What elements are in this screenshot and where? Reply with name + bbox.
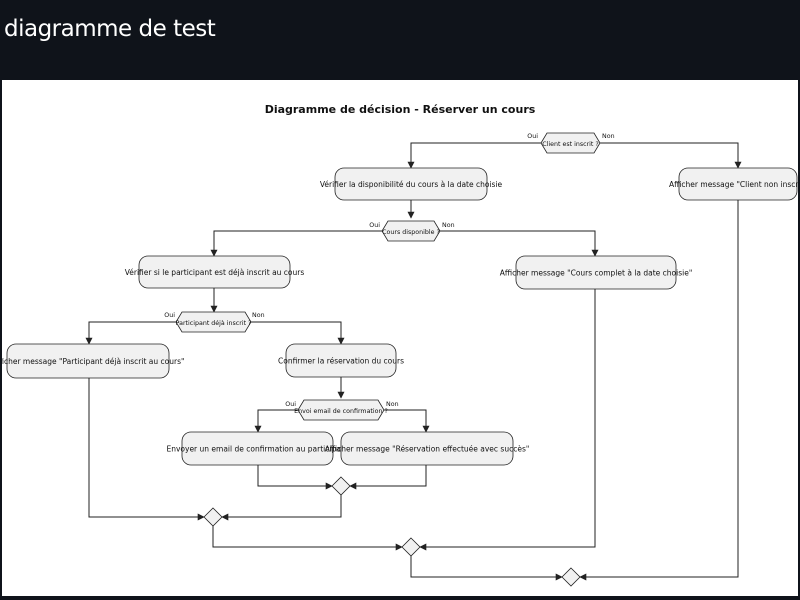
decision-diamond bbox=[297, 399, 385, 421]
decision-diagram: Diagramme de décision - Réserver un cour… bbox=[2, 103, 798, 587]
edge-b-m4 bbox=[579, 200, 739, 581]
merge-diamond-1 bbox=[331, 476, 351, 496]
action-label: Afficher message "Réservation effectuée … bbox=[325, 445, 530, 454]
action-confirmer-reservation: Confirmer la réservation du cours bbox=[278, 343, 404, 378]
yes-label: Oui bbox=[164, 312, 175, 319]
action-reservation-succes: Afficher message "Réservation effectuée … bbox=[325, 431, 530, 466]
decision-label: Cours disponible ? bbox=[382, 229, 440, 236]
edge-d4-yes bbox=[254, 409, 298, 433]
no-label: Non bbox=[252, 312, 265, 319]
edge-d-m3 bbox=[419, 289, 596, 551]
edge-d2-yes bbox=[210, 230, 382, 257]
diagram-canvas: Diagramme de décision - Réserver un cour… bbox=[2, 80, 798, 596]
edge-m2-m3 bbox=[212, 526, 403, 551]
yes-label: Oui bbox=[285, 401, 296, 408]
action-envoyer-email: Envoyer un email de confirmation au part… bbox=[166, 431, 349, 466]
action-participant-deja-inscrit: Afficher message "Participant déjà inscr… bbox=[2, 343, 184, 379]
edge-h-m1 bbox=[349, 465, 427, 490]
decision-label: Client est inscrit ? bbox=[542, 141, 599, 148]
decision-label: Participant déjà inscrit ? bbox=[176, 319, 252, 327]
edge-d3-no bbox=[251, 321, 345, 345]
edges bbox=[85, 142, 742, 581]
no-label: Non bbox=[386, 401, 399, 408]
edge-d1-no bbox=[600, 142, 742, 169]
action-label: Confirmer la réservation du cours bbox=[278, 357, 404, 366]
edge-g-m1 bbox=[257, 465, 333, 490]
decision-diamond bbox=[540, 132, 601, 154]
edge-d3-yes bbox=[85, 321, 176, 345]
merge-diamond-2 bbox=[203, 507, 223, 527]
action-cours-complet: Afficher message "Cours complet à la dat… bbox=[500, 255, 693, 290]
edge-m1-m2 bbox=[221, 495, 342, 521]
decision-diamond bbox=[381, 220, 441, 242]
no-label: Non bbox=[442, 222, 455, 229]
decision-envoi-email: Envoi email de confirmation ? Oui Non bbox=[285, 399, 399, 421]
action-label: Afficher message "Participant déjà inscr… bbox=[2, 357, 184, 366]
action-label: Vérifier la disponibilité du cours à la … bbox=[320, 180, 503, 189]
action-verifier-disponibilite: Vérifier la disponibilité du cours à la … bbox=[320, 167, 503, 201]
yes-label: Oui bbox=[369, 222, 380, 229]
action-verifier-participant: Vérifier si le participant est déjà insc… bbox=[125, 255, 305, 289]
decision-label: Envoi email de confirmation ? bbox=[294, 408, 388, 415]
edge-m3-m4 bbox=[410, 556, 563, 581]
no-label: Non bbox=[602, 133, 615, 140]
decision-cours-disponible: Cours disponible ? Oui Non bbox=[369, 220, 455, 242]
decision-client-inscrit: Client est inscrit ? Oui Non bbox=[527, 132, 615, 154]
yes-label: Oui bbox=[527, 133, 538, 140]
edge-d4-no bbox=[384, 409, 430, 433]
edge-d1-yes bbox=[407, 142, 541, 169]
edge-e-m2 bbox=[88, 378, 205, 521]
action-label: Envoyer un email de confirmation au part… bbox=[166, 445, 348, 454]
decision-participant-inscrit: Participant déjà inscrit ? Oui Non bbox=[164, 311, 265, 333]
app-title: diagramme de test bbox=[4, 16, 216, 42]
action-client-non-inscrit: Afficher message "Client non inscrit" bbox=[669, 167, 798, 201]
edge-d2-no bbox=[440, 230, 599, 257]
action-label: Afficher message "Cours complet à la dat… bbox=[500, 269, 693, 278]
diagram-title: Diagramme de décision - Réserver un cour… bbox=[265, 103, 536, 116]
app-header: diagramme de test bbox=[0, 0, 800, 80]
decision-diamond bbox=[175, 311, 252, 333]
merge-diamond-4 bbox=[561, 567, 581, 587]
action-label: Vérifier si le participant est déjà insc… bbox=[125, 268, 305, 277]
merge-diamond-3 bbox=[401, 537, 421, 557]
action-label: Afficher message "Client non inscrit" bbox=[669, 180, 798, 189]
